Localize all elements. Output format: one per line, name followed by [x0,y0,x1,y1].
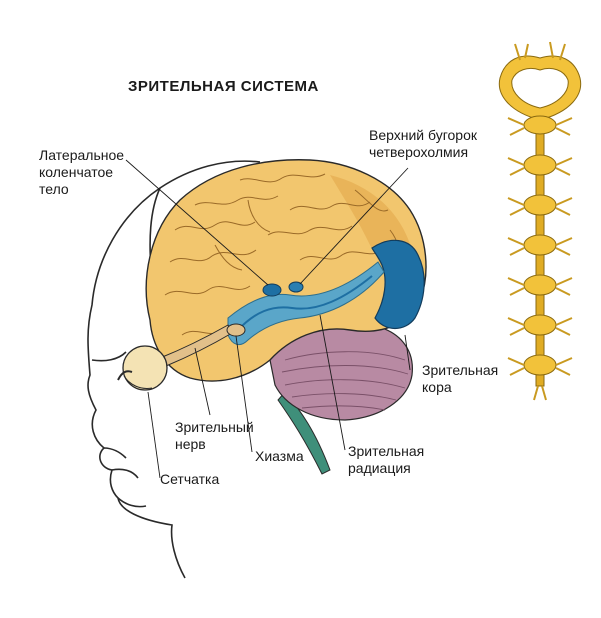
label-optic-radiation: Зрительная радиация [348,443,425,476]
eye [117,345,168,391]
visual-cortex [371,239,425,330]
label-lgn: Латеральное коленчатое тело [39,147,125,197]
diagram-title: ЗРИТЕЛЬНАЯ СИСТЕМА [128,78,319,95]
label-optic-nerve: Зрительный нерв [175,419,254,452]
label-chiasm: Хиазма [255,448,304,464]
leader-lines [125,159,411,479]
label-visual-cortex: Зрительная кора [422,362,499,395]
label-retina: Сетчатка [160,471,220,487]
cerebellum-folds [281,351,409,411]
optic-radiation [227,261,385,346]
label-colliculus: Верхний бугорок четверохолмия [369,127,478,160]
chiasm-body [226,323,246,337]
colliculus-body [288,281,304,293]
lgn-body [262,283,282,297]
radiation-streak [237,275,373,331]
neuron-chain [498,41,582,401]
brainstem [277,391,331,475]
